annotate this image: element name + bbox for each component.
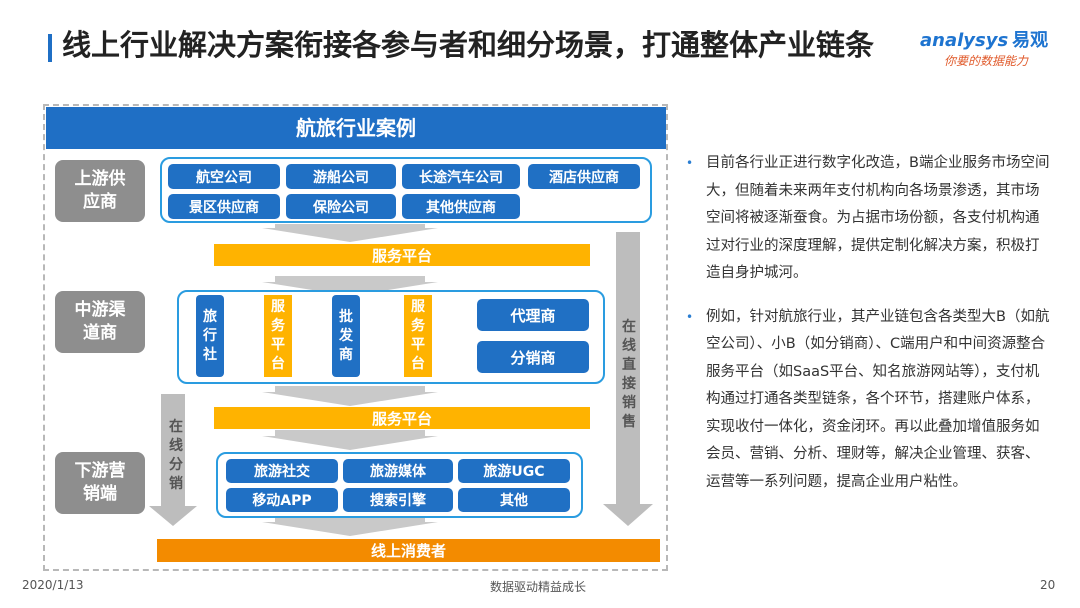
role-downstream: 下游营销端 — [55, 452, 145, 514]
role-midstream: 中游渠道商 — [55, 291, 145, 353]
role-midstream-label: 中游渠道商 — [74, 300, 126, 343]
downstream-item: 旅游社交 — [226, 459, 338, 483]
upstream-item: 酒店供应商 — [528, 164, 640, 189]
title-accent-bar — [48, 34, 52, 62]
role-downstream-label: 下游营销端 — [74, 461, 126, 504]
downstream-item: 旅游媒体 — [343, 459, 453, 483]
distributor: 分销商 — [477, 341, 589, 373]
upstream-item: 其他供应商 — [402, 194, 520, 219]
page-number: 20 — [1040, 578, 1056, 592]
diagram-frame — [43, 104, 668, 571]
upstream-item: 长途汽车公司 — [402, 164, 520, 189]
wholesaler: 批发商 — [332, 295, 360, 377]
footer-date: 2020/1/13 — [22, 578, 84, 592]
arrow-down-5 — [262, 516, 438, 536]
online-direct-sales-label: 在线直接销售 — [622, 319, 636, 430]
downstream-item: 旅游UGC — [458, 459, 570, 483]
arrow-down-1 — [262, 224, 438, 242]
case-title: 航旅行业案例 — [46, 107, 666, 149]
upstream-item: 游船公司 — [286, 164, 396, 189]
upstream-item: 保险公司 — [286, 194, 396, 219]
role-upstream: 上游供应商 — [55, 160, 145, 222]
online-consumers-bar: 线上消费者 — [157, 539, 660, 562]
arrow-down-2 — [262, 276, 438, 296]
service-platform-bar-bottom: 服务平台 — [214, 407, 590, 429]
arrow-down-4 — [262, 430, 438, 450]
arrow-online-distribution — [149, 394, 197, 526]
service-platform-bar-top: 服务平台 — [214, 244, 590, 266]
logo-text: analysys — [920, 30, 1009, 51]
service-platform-vertical-2: 服务平台 — [404, 295, 432, 377]
upstream-item: 景区供应商 — [168, 194, 280, 219]
arrow-online-direct — [603, 232, 653, 526]
bullet-list: • 目前各行业正进行数字化改造，B端企业服务市场空间大，但随着未来两年支付机构向… — [686, 150, 1052, 512]
agent: 代理商 — [477, 299, 589, 331]
page-title: 线上行业解决方案衔接各参与者和细分场景，打通整体产业链条 — [62, 28, 875, 62]
role-upstream-label: 上游供应商 — [74, 169, 126, 212]
downstream-item: 其他 — [458, 488, 570, 512]
bullet-item: • 例如，针对航旅行业，其产业链包含各类型大B（如航空公司）、小B（如分销商）、… — [686, 304, 1052, 497]
upstream-item: 航空公司 — [168, 164, 280, 189]
logo-cn: 易观 — [1012, 30, 1049, 51]
bullet-dot-icon: • — [686, 156, 694, 170]
service-platform-vertical-1: 服务平台 — [264, 295, 292, 377]
online-distribution-label: 在线分销 — [169, 419, 183, 492]
logo-tagline: 你要的数据能力 — [944, 54, 1029, 68]
arrow-down-3 — [262, 386, 438, 406]
footer-slogan: 数据驱动精益成长 — [490, 580, 587, 594]
travel-agency: 旅行社 — [196, 295, 224, 377]
bullet-dot-icon: • — [686, 309, 694, 324]
bullet-item: • 目前各行业正进行数字化改造，B端企业服务市场空间大，但随着未来两年支付机构向… — [686, 150, 1052, 288]
downstream-item: 移动APP — [226, 488, 338, 512]
downstream-item: 搜索引擎 — [343, 488, 453, 512]
